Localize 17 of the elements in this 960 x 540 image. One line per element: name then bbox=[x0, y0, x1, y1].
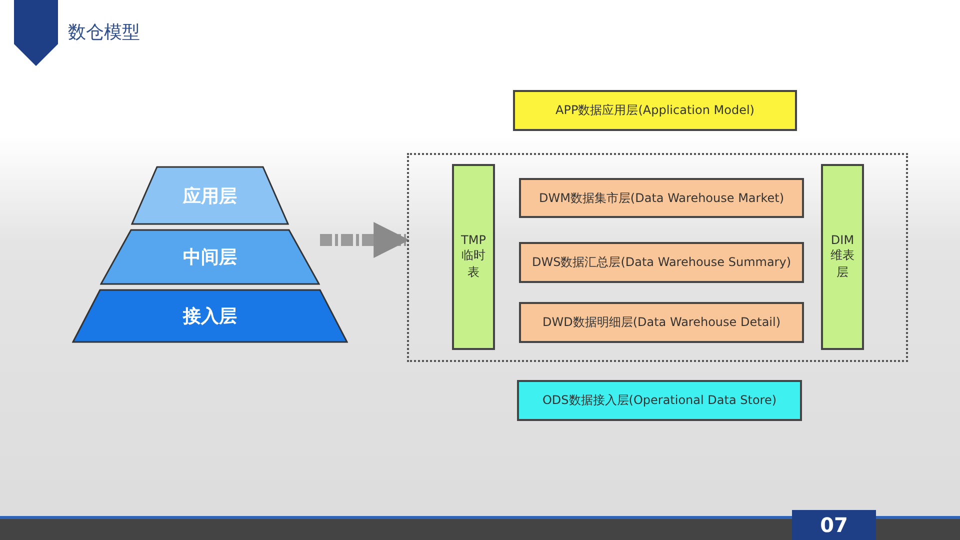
layer-box: DWD数据明细层(Data Warehouse Detail) bbox=[519, 302, 804, 343]
slide-title: 数仓模型 bbox=[68, 21, 140, 44]
layer-box: APP数据应用层(Application Model) bbox=[513, 90, 797, 131]
layer-box: ODS数据接入层(Operational Data Store) bbox=[517, 380, 802, 421]
dotted-container bbox=[407, 153, 908, 362]
layer-label: 应用层 bbox=[183, 184, 237, 208]
pyramid-layer bbox=[100, 229, 320, 285]
page-number: 07 bbox=[792, 510, 876, 540]
layer-box: DWM数据集市层(Data Warehouse Market) bbox=[519, 178, 804, 218]
pyramid-layer bbox=[131, 166, 289, 225]
layer-column: DIM维表层 bbox=[821, 164, 864, 350]
pyramid-layer bbox=[72, 289, 348, 343]
arrow bbox=[320, 222, 410, 258]
layer-column: TMP临时表 bbox=[452, 164, 495, 350]
layer-label: 接入层 bbox=[183, 305, 237, 328]
layer-label: 中间层 bbox=[183, 246, 237, 269]
layer-box: DWS数据汇总层(Data Warehouse Summary) bbox=[519, 242, 804, 283]
